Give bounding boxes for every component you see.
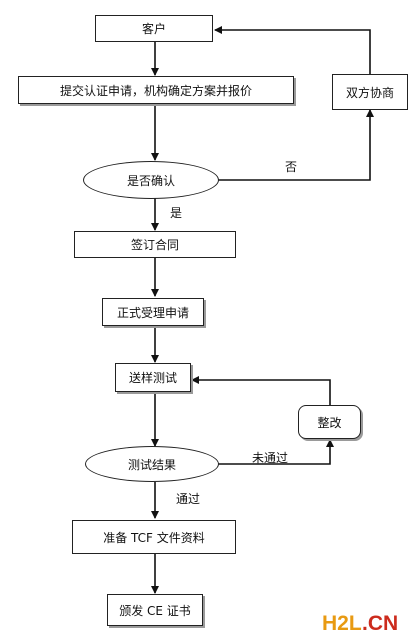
arrow-result-to-rectify xyxy=(218,439,334,465)
node-rectify: 整改 xyxy=(298,405,361,439)
node-send-sample-test: 送样测试 xyxy=(115,363,191,392)
watermark-cn: .CN xyxy=(362,612,399,635)
watermark-h2l: H2L xyxy=(322,612,362,635)
node-customer: 客户 xyxy=(95,15,213,42)
watermark-logo: H2L .CN xyxy=(322,612,418,638)
edge-label-fail: 未通过 xyxy=(252,451,289,465)
node-submit-application: 提交认证申请，机构确定方案并报价 xyxy=(18,76,294,104)
arrow-negotiate-to-customer xyxy=(214,26,371,76)
arrow-rectify-to-sendtest xyxy=(191,376,331,406)
node-confirm-decision: 是否确认 xyxy=(83,161,219,199)
node-issue-ce-certificate: 颁发 CE 证书 xyxy=(107,594,203,626)
node-negotiate: 双方协商 xyxy=(332,74,408,110)
edge-label-pass: 通过 xyxy=(176,492,201,506)
edge-label-yes: 是 xyxy=(170,206,183,220)
edge-label-no: 否 xyxy=(285,160,298,174)
node-sign-contract: 签订合同 xyxy=(74,231,236,258)
node-formal-accept: 正式受理申请 xyxy=(102,298,204,326)
arrow-confirm-to-negotiate xyxy=(218,109,374,181)
node-prepare-tcf: 准备 TCF 文件资料 xyxy=(72,520,236,554)
node-test-result: 测试结果 xyxy=(85,446,219,482)
